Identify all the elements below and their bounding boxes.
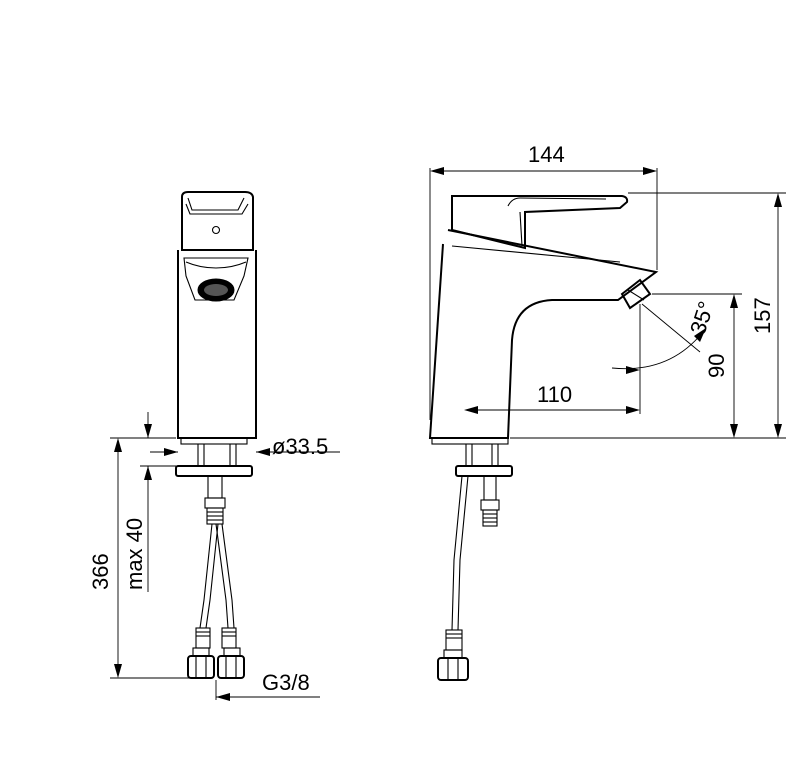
dim-base-diameter: ø33.5 bbox=[272, 434, 328, 459]
front-view bbox=[175, 191, 257, 679]
nut-right bbox=[217, 655, 245, 679]
front-body bbox=[177, 250, 257, 439]
front-dimensions: 366 max 40 ø33.5 G3/8 bbox=[88, 412, 340, 701]
front-mounting-plate bbox=[175, 465, 253, 477]
dim-spout-reach: 110 bbox=[537, 382, 572, 407]
side-aerator bbox=[620, 278, 652, 310]
side-body bbox=[428, 229, 659, 439]
side-hose bbox=[451, 475, 469, 631]
side-nut bbox=[437, 657, 469, 681]
side-mounting-plate bbox=[455, 465, 513, 477]
indicator-dot bbox=[211, 225, 221, 235]
front-hose-left bbox=[199, 523, 219, 629]
dim-connection-thread: G3/8 bbox=[262, 670, 310, 695]
dim-total-width: 144 bbox=[528, 142, 565, 167]
dim-lever-angle: 35° bbox=[685, 298, 719, 337]
dim-max-deck: max 40 bbox=[122, 518, 147, 590]
front-lever-head bbox=[181, 191, 254, 251]
front-hose-right bbox=[215, 523, 235, 629]
side-dimensions: 144 157 90 110 35° bbox=[429, 142, 786, 439]
dim-hose-length: 366 bbox=[88, 553, 113, 590]
dim-spout-height: 90 bbox=[704, 354, 729, 378]
nut-left bbox=[187, 655, 215, 679]
side-lever bbox=[451, 195, 629, 250]
dim-total-height: 157 bbox=[750, 297, 775, 334]
side-view bbox=[428, 195, 659, 681]
